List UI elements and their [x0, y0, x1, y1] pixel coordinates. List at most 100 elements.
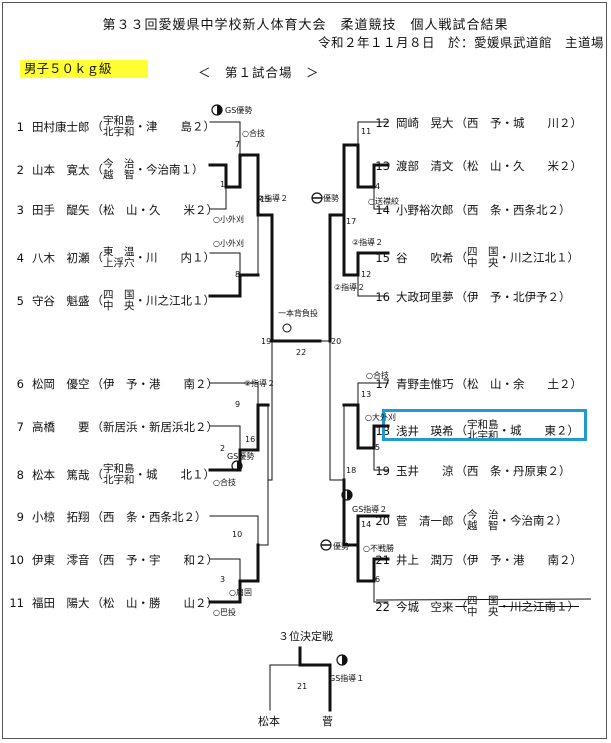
entry-number: 12 — [375, 116, 390, 130]
entry-name: 山本 寛太 — [32, 162, 90, 177]
entry-name: 菅 清一郎 — [396, 513, 454, 528]
result-label: 優勢 — [323, 194, 339, 203]
school-region: 四 国中 央 — [467, 596, 499, 618]
match-number: 4 — [375, 182, 381, 191]
special-marks — [211, 104, 592, 666]
entry-name: 玉井 涼 — [396, 464, 454, 478]
third-place-right: 菅 — [322, 715, 333, 728]
entry-school: （西 条・丹原東２） — [455, 464, 571, 478]
school-region: 宇和島北宇和 — [103, 116, 135, 138]
result-label: ○大外刈 — [365, 413, 396, 422]
entry-number: 14 — [375, 203, 390, 217]
entry-number: 11 — [9, 596, 24, 610]
result-label: GS指導１ — [329, 674, 365, 683]
entry-school: （西 条・西条北２） — [455, 203, 571, 217]
match-number: 20 — [331, 337, 342, 346]
entry-number: 8 — [16, 467, 24, 482]
entry-name: 谷 吹希 — [396, 250, 454, 265]
entry-school: ・今治南１） — [134, 162, 204, 177]
entry-name: 渡部 清文 — [396, 159, 454, 173]
entry-name: 岡崎 晃大 — [396, 116, 454, 130]
region-top: 宇和島 — [467, 419, 499, 431]
entry-left-7: 7 高橋 要（新居浜・新居浜北２） — [8, 420, 218, 434]
school-region: 四 国中 央 — [467, 247, 499, 269]
match-number: 18 — [346, 466, 357, 475]
entry-school: （西 条・西条北２） — [91, 510, 207, 524]
entry-number: 3 — [16, 203, 24, 217]
entry-school: ・川之江北１） — [134, 293, 216, 308]
result-label: ○小外刈 — [213, 239, 244, 248]
region-top: 四 国 — [467, 246, 499, 258]
paren: （ — [455, 513, 468, 528]
entry-number: 6 — [16, 377, 24, 391]
region-top: 宇和島 — [103, 115, 135, 127]
entry-number: 22 — [375, 599, 390, 614]
entry-name: 浅井 瑛希 — [396, 423, 454, 438]
entry-school: （西 予・宇 和２） — [91, 553, 219, 567]
entry-name: 松本 篤哉 — [32, 467, 90, 482]
withdrawn-strike — [375, 598, 592, 601]
result-label: ○肩固 — [229, 588, 252, 597]
entry-school: ・川之江南１） — [498, 599, 580, 614]
region-bottom: 中 央 — [467, 257, 499, 269]
entry-school: （伊 予・港 南２） — [91, 377, 219, 391]
region-bottom: 中 央 — [103, 300, 135, 312]
paren: （ — [91, 119, 104, 134]
entry-school: ・城 北１） — [134, 467, 216, 482]
result-label: GS指導２ — [352, 505, 388, 514]
entry-number: 17 — [375, 377, 390, 391]
result-label: ○巴投 — [213, 608, 236, 617]
entry-school: ・川之江北１） — [498, 250, 580, 265]
result-label: ○不戦勝 — [363, 544, 394, 553]
region-bottom: 中 央 — [467, 606, 499, 618]
entry-school: （新居浜・新居浜北２） — [91, 420, 219, 434]
match-number: 16 — [245, 435, 256, 444]
result-label: GS優勢 — [227, 452, 255, 461]
result-label: ②指導２ — [334, 283, 366, 292]
entry-name: 青野圭惟巧 — [396, 377, 454, 391]
date-venue: 令和２年１１月８日 於：愛媛県武道館 主道場 — [318, 35, 605, 50]
match-number: 17 — [346, 217, 357, 226]
entry-school: （松 山・勝 山２） — [91, 596, 219, 610]
result-label: ○小外刈 — [213, 215, 244, 224]
region-bottom: 北宇和 — [103, 126, 135, 138]
entry-school: ・今治南２） — [498, 513, 568, 528]
region-top: 四 国 — [103, 289, 135, 301]
result-label: ②指導２ — [244, 379, 276, 388]
region-bottom: 北宇和 — [467, 430, 499, 442]
match-number: 5 — [375, 443, 381, 452]
match-number: 19 — [261, 337, 272, 346]
match-number: 15 — [260, 195, 271, 204]
match-number: 3 — [220, 575, 226, 584]
entry-school: ・川 内１） — [134, 250, 216, 265]
entry-number: 7 — [16, 420, 24, 434]
result-label: 一本背負投 — [278, 309, 318, 318]
match-number: 10 — [232, 530, 243, 539]
school-region: 東 温上浮穴 — [103, 247, 135, 269]
entry-name: 小椋 拓翔 — [32, 510, 90, 524]
entry-number: 9 — [16, 510, 24, 524]
entry-number: 16 — [375, 290, 390, 304]
entry-name: 高橋 要 — [32, 420, 90, 434]
paren: （ — [91, 467, 104, 482]
result-label: ○送襟絞 — [368, 197, 399, 206]
entry-name: 井上 潤万 — [396, 553, 454, 567]
bracket-line — [208, 163, 242, 189]
school-region: 四 国中 央 — [103, 290, 135, 312]
match-number: 8 — [235, 270, 241, 279]
region-top: 東 温 — [103, 246, 135, 258]
entry-school: （伊 予・北伊予２） — [455, 290, 571, 304]
entry-left-9: 9 小椋 拓翔（西 条・西条北２） — [8, 510, 207, 524]
match-number: 12 — [361, 270, 372, 279]
